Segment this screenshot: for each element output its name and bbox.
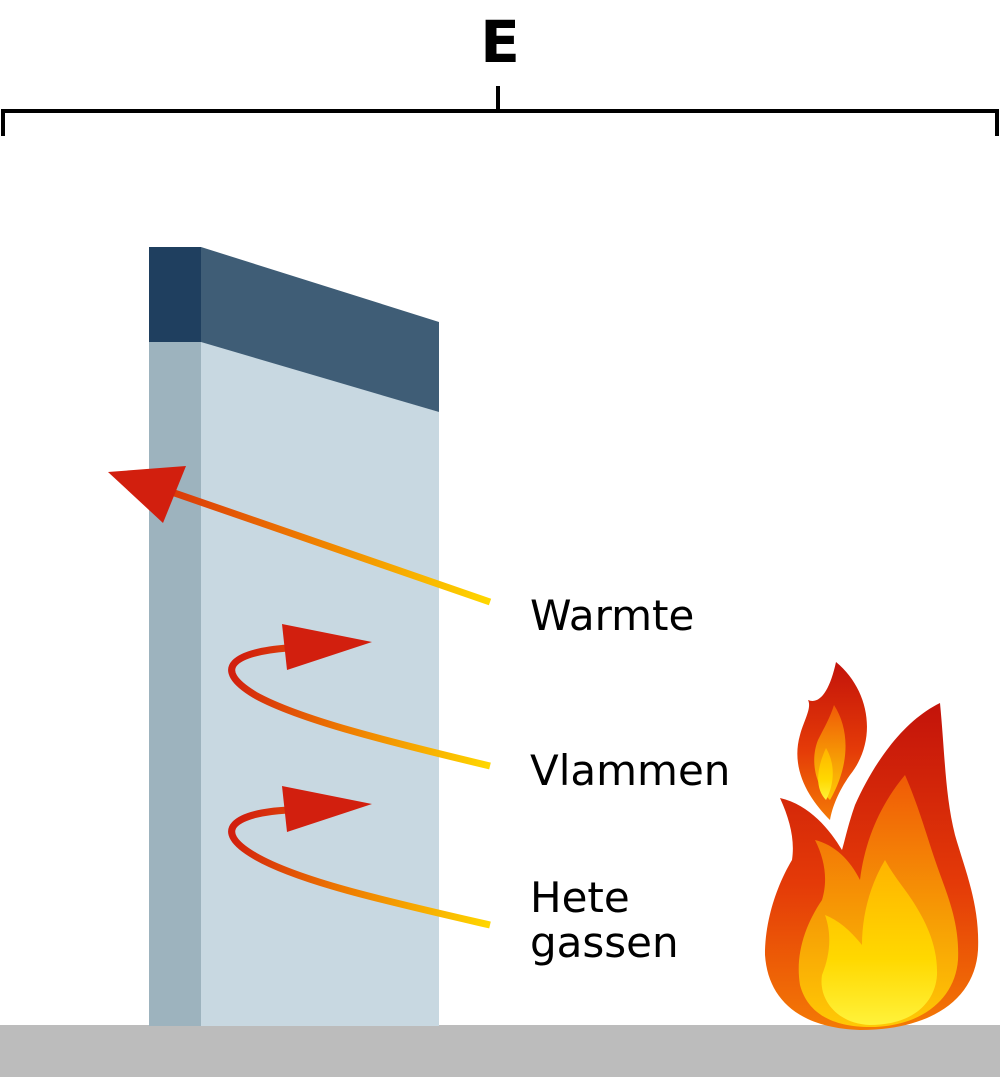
- flames-arrow: [228, 624, 491, 770]
- wall-face: [201, 341, 439, 1026]
- wall-top-face: [201, 247, 439, 412]
- ground: [0, 1025, 1000, 1077]
- title-label: E: [480, 8, 520, 76]
- heat-arrow-head: [108, 466, 186, 523]
- title-bracket: E: [1, 8, 999, 136]
- hot-gases-arrow-head: [282, 786, 372, 832]
- hot-gases-arrow: [228, 786, 491, 929]
- fire-icon: [765, 662, 979, 1030]
- label-hot-gases-line1: Hete: [530, 873, 630, 922]
- flame-tongue-core: [818, 748, 833, 800]
- hot-gases-arrow-curve: [228, 806, 491, 929]
- heat-arrow: [108, 466, 492, 606]
- flame-main-inner: [821, 860, 938, 1025]
- bracket-line: [1, 86, 999, 136]
- label-flames: Vlammen: [530, 746, 730, 795]
- wall-top-edge: [149, 247, 201, 342]
- heat-arrow-shaft: [158, 484, 492, 606]
- flames-arrow-head: [282, 624, 372, 670]
- wall: [149, 247, 439, 1026]
- wall-side-edge: [149, 341, 201, 1026]
- label-heat: Warmte: [530, 591, 694, 640]
- flames-arrow-curve: [228, 644, 491, 770]
- label-hot-gases-line2: gassen: [530, 918, 679, 967]
